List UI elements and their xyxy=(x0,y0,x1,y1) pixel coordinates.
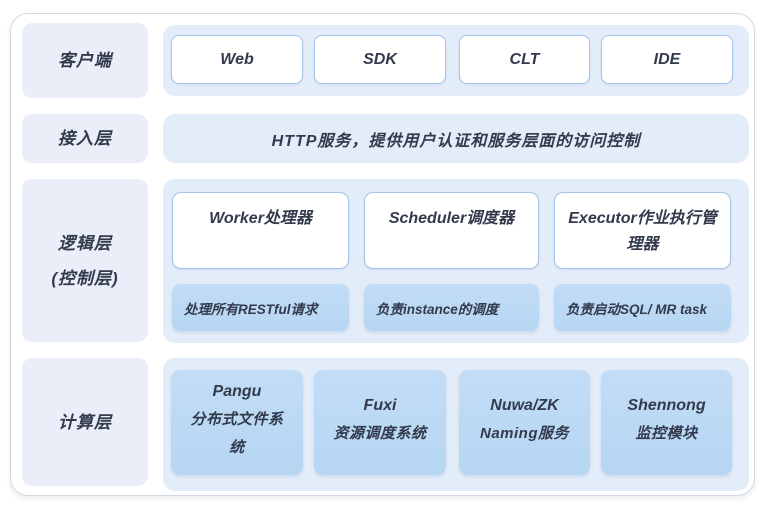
compute-module-desc: Naming服务 xyxy=(479,424,569,442)
layer-label-access: 接入层 xyxy=(22,114,148,163)
access-layer-panel: HTTP服务，提供用户认证和服务层面的访问控制 xyxy=(163,114,749,163)
client-layer-panel: Web SDK CLT IDE xyxy=(163,25,749,96)
logic-module-executor: Executor作业执行管理器 xyxy=(554,192,731,269)
logic-module-executor-desc: 负责启动SQL/ MR task xyxy=(554,284,731,331)
compute-module-name: Shennong xyxy=(627,396,706,414)
layer-label-client: 客户端 xyxy=(22,23,148,98)
client-box-web: Web xyxy=(171,35,303,84)
logic-module-scheduler-desc: 负责instance的调度 xyxy=(364,284,539,331)
layer-label-text: 客户端 xyxy=(58,51,112,70)
layer-label-text: 计算层 xyxy=(58,412,112,432)
compute-module-desc: 分布式文件系统 xyxy=(190,410,284,456)
client-box-clt: CLT xyxy=(459,35,590,84)
compute-module-name: Pangu xyxy=(212,382,262,400)
logic-module-worker-desc: 处理所有RESTful请求 xyxy=(172,284,349,331)
logic-layer-panel: Worker处理器 Scheduler调度器 Executor作业执行管理器 处… xyxy=(163,179,749,343)
compute-module-desc: 资源调度系统 xyxy=(333,424,427,442)
architecture-diagram: 客户端 接入层 逻辑层 (控制层) 计算层 Web SDK CLT IDE HT… xyxy=(10,13,755,496)
client-box-sdk: SDK xyxy=(314,35,446,84)
compute-module-pangu: Pangu 分布式文件系统 xyxy=(171,370,303,475)
compute-module-name: Fuxi xyxy=(363,396,397,414)
layer-label-text: 逻辑层 xyxy=(58,233,112,253)
compute-layer-panel: Pangu 分布式文件系统 Fuxi 资源调度系统 Nuwa/ZK Naming… xyxy=(163,358,749,491)
compute-module-name: Nuwa/ZK xyxy=(490,396,559,414)
compute-module-nuwa: Nuwa/ZK Naming服务 xyxy=(459,370,590,475)
client-box-ide: IDE xyxy=(601,35,733,84)
access-layer-description: HTTP服务，提供用户认证和服务层面的访问控制 xyxy=(271,132,641,150)
layer-label-text: 接入层 xyxy=(58,129,112,148)
compute-module-fuxi: Fuxi 资源调度系统 xyxy=(314,370,446,475)
layer-label-text: (控制层) xyxy=(51,268,119,288)
compute-module-desc: 监控模块 xyxy=(635,424,698,442)
logic-module-worker: Worker处理器 xyxy=(172,192,349,269)
compute-module-shennong: Shennong 监控模块 xyxy=(601,370,732,475)
layer-label-compute: 计算层 xyxy=(22,358,148,486)
logic-module-scheduler: Scheduler调度器 xyxy=(364,192,539,269)
layer-label-logic: 逻辑层 (控制层) xyxy=(22,179,148,342)
